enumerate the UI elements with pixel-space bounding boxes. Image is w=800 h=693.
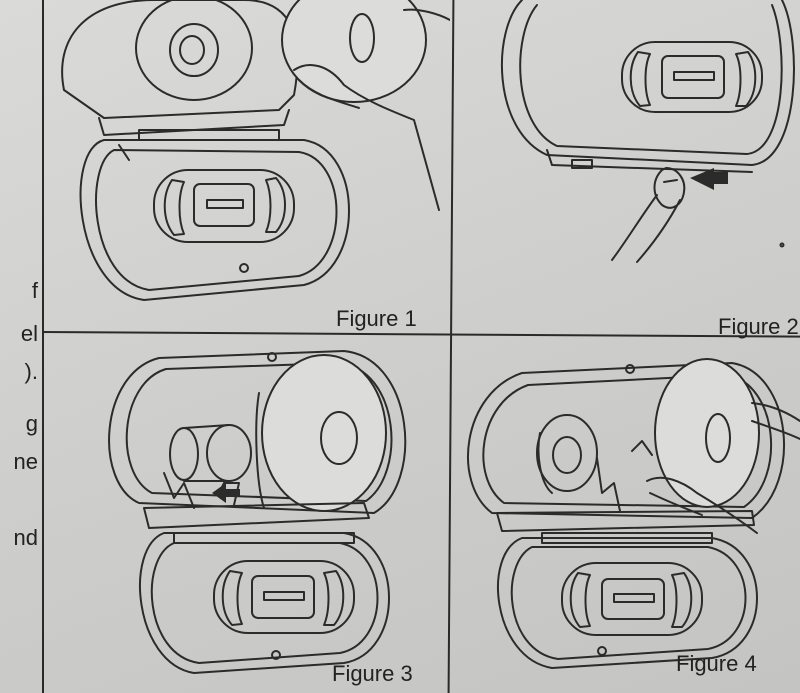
figure-2-label: Figure 2 bbox=[718, 314, 799, 339]
side-text-fragment: ). bbox=[24, 359, 38, 384]
figure-4-label: Figure 4 bbox=[676, 651, 757, 676]
side-text-fragment: nd bbox=[13, 525, 38, 550]
figure-3-illustration bbox=[108, 350, 407, 674]
figure-2-illustration bbox=[501, 0, 795, 263]
side-text-fragment: el bbox=[20, 321, 38, 346]
figure-1-label: Figure 1 bbox=[336, 306, 417, 331]
figure-3-panel: Figure 3 bbox=[44, 333, 450, 693]
grid-left-border bbox=[42, 0, 44, 693]
figure-4-panel: Figure 4 bbox=[452, 333, 800, 693]
side-text-fragment: f bbox=[31, 278, 38, 303]
figure-1-panel: Figure 1 bbox=[44, 0, 450, 331]
side-text-column: f el ). g ne nd bbox=[0, 0, 40, 693]
figure-3-label: Figure 3 bbox=[332, 661, 413, 686]
figure-1-illustration bbox=[61, 0, 450, 301]
side-text-fragment: ne bbox=[13, 449, 38, 474]
figure-4-illustration bbox=[467, 358, 800, 669]
side-text-fragment: g bbox=[25, 411, 38, 436]
figure-2-panel: Figure 2 bbox=[452, 0, 800, 339]
